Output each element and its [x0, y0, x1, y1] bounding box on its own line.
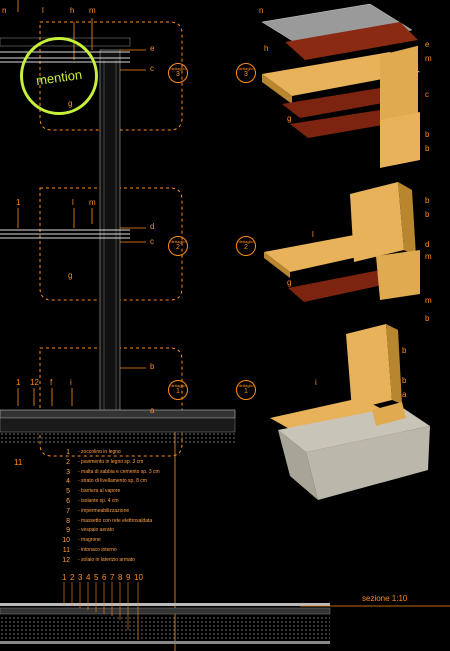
label-e: e — [150, 44, 155, 53]
label-d: d — [425, 240, 430, 249]
bottom-number: 5 — [94, 573, 99, 582]
legend-text: - vespaio aerato — [78, 527, 114, 534]
detail-3-illustration — [261, 3, 420, 168]
label-g: g — [68, 271, 73, 280]
bottom-number: 6 — [102, 573, 107, 582]
label-g: g — [287, 278, 292, 287]
legend-number: 11 — [62, 547, 70, 554]
label-12: 12 — [30, 378, 39, 387]
label-i: i — [315, 378, 317, 387]
mention-text: mention — [35, 66, 83, 89]
legend-number: 4 — [66, 478, 70, 486]
label-m: m — [425, 296, 432, 305]
label-1: 1 — [16, 198, 21, 207]
bottom-number: 3 — [78, 573, 83, 582]
legend-text: - strato di livellamento sp. 8 cm — [78, 478, 147, 485]
label-f: f — [50, 378, 53, 387]
bottom-number: 8 — [118, 573, 123, 582]
label-m: m — [89, 6, 96, 15]
label-m: m — [425, 54, 432, 63]
label-c: c — [150, 64, 154, 73]
label-a: a — [402, 390, 407, 399]
label-m: m — [89, 198, 96, 207]
legend-text: - barriera al vapore — [78, 488, 121, 495]
bottom-number: 1 — [62, 573, 67, 582]
bottom-number: 10 — [134, 573, 143, 582]
label-a: a — [150, 406, 155, 415]
label-b: b — [150, 362, 155, 371]
legend-text: - pavimento in legno sp. 3 cm — [78, 458, 144, 465]
label-1: 1 — [16, 378, 21, 387]
label-d: d — [150, 222, 155, 231]
label-b: b — [402, 346, 407, 355]
section-title: sezione 1:10 — [362, 594, 408, 603]
legend-number: 1 — [66, 449, 70, 456]
legend-text: - solaio in laterizio armato — [78, 556, 135, 563]
bottom-number: 4 — [86, 573, 91, 582]
label-h: h — [70, 6, 75, 15]
label-b: b — [425, 144, 430, 153]
label-e: e — [425, 40, 430, 49]
legend-number: 3 — [66, 468, 70, 476]
legend-text: - magrone — [78, 537, 101, 544]
label-m: m — [425, 252, 432, 261]
label-b: b — [425, 210, 430, 219]
label-l: l — [312, 230, 314, 239]
legend-text: - malta di sabbia e cemento sp. 3 cm — [78, 468, 160, 475]
label-b: b — [425, 314, 430, 323]
mention-callout: mention — [20, 37, 98, 115]
legend-text: - massetto con rete elettrosaldata — [78, 517, 153, 524]
legend-number: 9 — [66, 527, 70, 535]
detail-2-illustration — [264, 182, 420, 302]
label-c: c — [150, 237, 154, 246]
legend-text: - impermeabilizzazione — [78, 507, 130, 514]
legend-number: 10 — [62, 537, 70, 545]
legend-text: - zoccolino in legno — [78, 449, 121, 455]
legend-number: 8 — [66, 517, 70, 525]
bottom-number: 2 — [70, 573, 75, 582]
label-11: 11 — [14, 458, 23, 467]
legend-number: 2 — [66, 458, 70, 466]
label-h: h — [264, 44, 269, 53]
label-g: g — [287, 114, 292, 123]
bottom-number: 9 — [126, 573, 131, 582]
legend-number: 7 — [66, 507, 70, 515]
detail-1-illustration — [270, 324, 430, 500]
label-c: c — [425, 90, 429, 99]
label-n: n — [259, 6, 264, 15]
label-b: b — [402, 376, 407, 385]
label-i: i — [70, 378, 72, 387]
label-l: l — [72, 198, 74, 207]
legend-number: 5 — [66, 488, 70, 496]
legend-number: 6 — [66, 498, 70, 505]
label-b: b — [425, 196, 430, 205]
legend-text: - isolante sp. 4 cm — [78, 498, 119, 504]
label-n: n — [2, 6, 7, 15]
legend-number: 12 — [62, 556, 70, 564]
legend-text: - intonaco interno — [78, 547, 117, 553]
label-l: l — [42, 6, 44, 15]
label-b: b — [425, 130, 430, 139]
bottom-number: 7 — [110, 573, 115, 582]
